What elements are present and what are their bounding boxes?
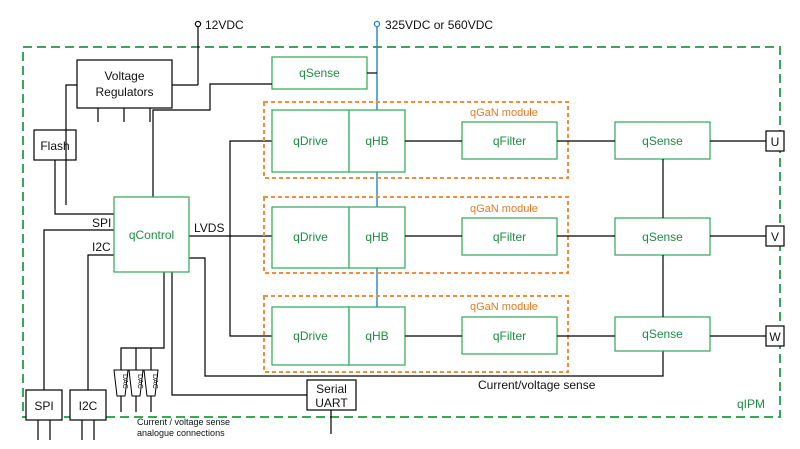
analogue-note: Current / voltage sense — [137, 417, 230, 427]
phase-v-label: V — [771, 230, 779, 244]
serial-uart-label: Serial — [316, 382, 347, 396]
qfilter-label: qFilter — [493, 230, 526, 244]
qdrive-block — [271, 306, 350, 366]
analogue-note-2: analogue connections — [137, 428, 225, 438]
lvds-signal-label: LVDS — [194, 221, 224, 235]
voltage-regulators-label-2: Regulators — [95, 85, 153, 99]
qhb-block — [348, 109, 406, 173]
control-wiring — [43, 72, 664, 396]
qsense-u-label: qSense — [642, 134, 683, 148]
hv-supply-label: 325VDC or 560VDC — [385, 18, 493, 32]
qgan-module-boundary — [263, 295, 569, 373]
port-connectors — [37, 420, 95, 440]
qgan-module-v: qGaN module qDrive qHB qFilter — [263, 196, 569, 274]
qhb-label: qHB — [365, 230, 388, 244]
qgan-module-title: qGaN module — [470, 203, 538, 215]
qfilter-block — [461, 121, 558, 160]
qsense-w-label: qSense — [642, 327, 683, 341]
dac-label: DAC — [121, 374, 128, 389]
qgan-module-title: qGaN module — [470, 301, 538, 313]
i2c-port-block — [69, 389, 107, 421]
spi-port-block — [25, 389, 63, 421]
phase-v-terminal — [765, 225, 785, 247]
serial-uart-block — [306, 379, 357, 411]
phase-u-label: U — [771, 135, 780, 149]
qfilter-label: qFilter — [493, 329, 526, 343]
sense-signal-label: Current/voltage sense — [478, 378, 596, 392]
spi-signal-label: SPI — [92, 216, 111, 230]
phase-w-label: W — [769, 330, 781, 344]
qcontrol-block — [113, 196, 190, 273]
phase-u-terminal — [765, 130, 785, 152]
qhb-block — [348, 206, 406, 269]
qdrive-label: qDrive — [293, 329, 328, 343]
qhb-label: qHB — [365, 134, 388, 148]
serial-uart-label-2: UART — [315, 396, 348, 410]
dac-label: DAC — [151, 374, 158, 389]
qsense-w-block — [614, 316, 711, 352]
qgan-module-boundary — [263, 196, 569, 274]
qdrive-label: qDrive — [293, 230, 328, 244]
dac-symbol — [143, 369, 159, 397]
qhb-block — [348, 306, 406, 366]
qgan-module-title: qGaN module — [470, 107, 538, 119]
dac-label: DAC — [136, 374, 143, 389]
flash-block — [33, 129, 77, 161]
qfilter-block — [461, 316, 558, 355]
qgan-module-u: qGaN module qDrive qHB qFilter — [263, 101, 569, 179]
dac-symbol — [128, 369, 144, 397]
dac-group: DAC DAC DAC — [113, 369, 159, 412]
i2c-signal-label: I2C — [92, 240, 111, 254]
flash-label: Flash — [40, 139, 69, 153]
qsense-top-label: qSense — [299, 66, 340, 80]
qdrive-block — [271, 206, 350, 269]
qfilter-label: qFilter — [493, 134, 526, 148]
qdrive-label: qDrive — [293, 134, 328, 148]
supply-12v-label: 12VDC — [205, 18, 244, 32]
qdrive-block — [271, 109, 350, 173]
i2c-port-label: I2C — [79, 399, 98, 413]
qipm-label: qIPM — [737, 397, 765, 411]
qcontrol-label: qControl — [129, 228, 174, 242]
qgan-module-w: qGaN module qDrive qHB qFilter — [263, 295, 569, 373]
dac-symbol — [113, 369, 129, 397]
supply-12v-wire — [172, 20, 202, 86]
voltage-regulators-label: Voltage — [104, 69, 144, 83]
qsense-u-block — [614, 121, 711, 160]
voltage-regulators-block — [76, 59, 173, 109]
qhb-label: qHB — [365, 329, 388, 343]
regulator-outputs — [97, 108, 151, 122]
qsense-top-block — [271, 56, 368, 90]
qgan-module-boundary — [263, 101, 569, 179]
qsense-v-label: qSense — [642, 230, 683, 244]
spi-port-label: SPI — [34, 399, 53, 413]
phase-w-terminal — [765, 325, 785, 347]
